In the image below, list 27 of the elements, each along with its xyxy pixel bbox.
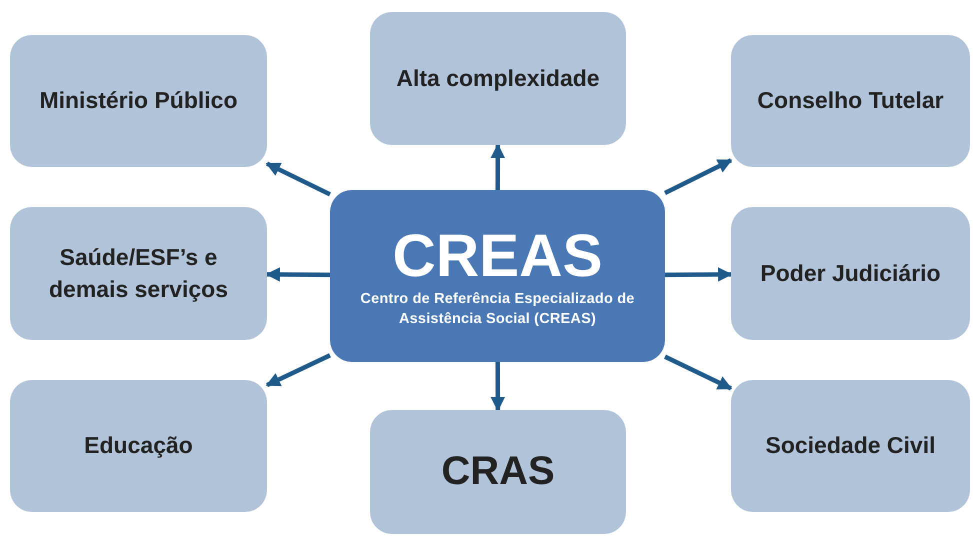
box-title: Poder Judiciário <box>760 258 941 288</box>
box-title: Alta complexidade <box>396 64 600 93</box>
arrow <box>664 158 732 195</box>
box-title: Ministério Público <box>39 86 238 116</box>
arrow <box>490 144 505 190</box>
box-title: Educação <box>84 431 193 460</box>
arrow <box>490 362 505 412</box>
box-title: CRAS <box>441 448 555 496</box>
central-box <box>330 190 665 362</box>
partner-box <box>731 380 970 512</box>
partner-box <box>10 380 267 512</box>
box-subtitle: Centro de Referência Especializado de Assistência Social (CREAS) <box>359 290 636 329</box>
partner-box <box>731 35 970 167</box>
arrow <box>664 354 732 390</box>
box-title: Sociedade Civil <box>765 431 936 460</box>
partner-box <box>10 35 267 167</box>
partner-box <box>370 12 626 145</box>
arrow <box>266 162 331 196</box>
partner-box <box>731 207 970 340</box>
partner-box <box>370 410 626 534</box>
arrow <box>266 353 331 388</box>
box-title: Conselho Tutelar <box>757 86 944 116</box>
box-title: CREAS <box>392 222 603 289</box>
partner-box <box>10 207 267 340</box>
arrow <box>266 267 330 282</box>
box-title: Saúde/ESF’s e demais serviços <box>48 242 229 304</box>
arrow <box>664 267 732 282</box>
